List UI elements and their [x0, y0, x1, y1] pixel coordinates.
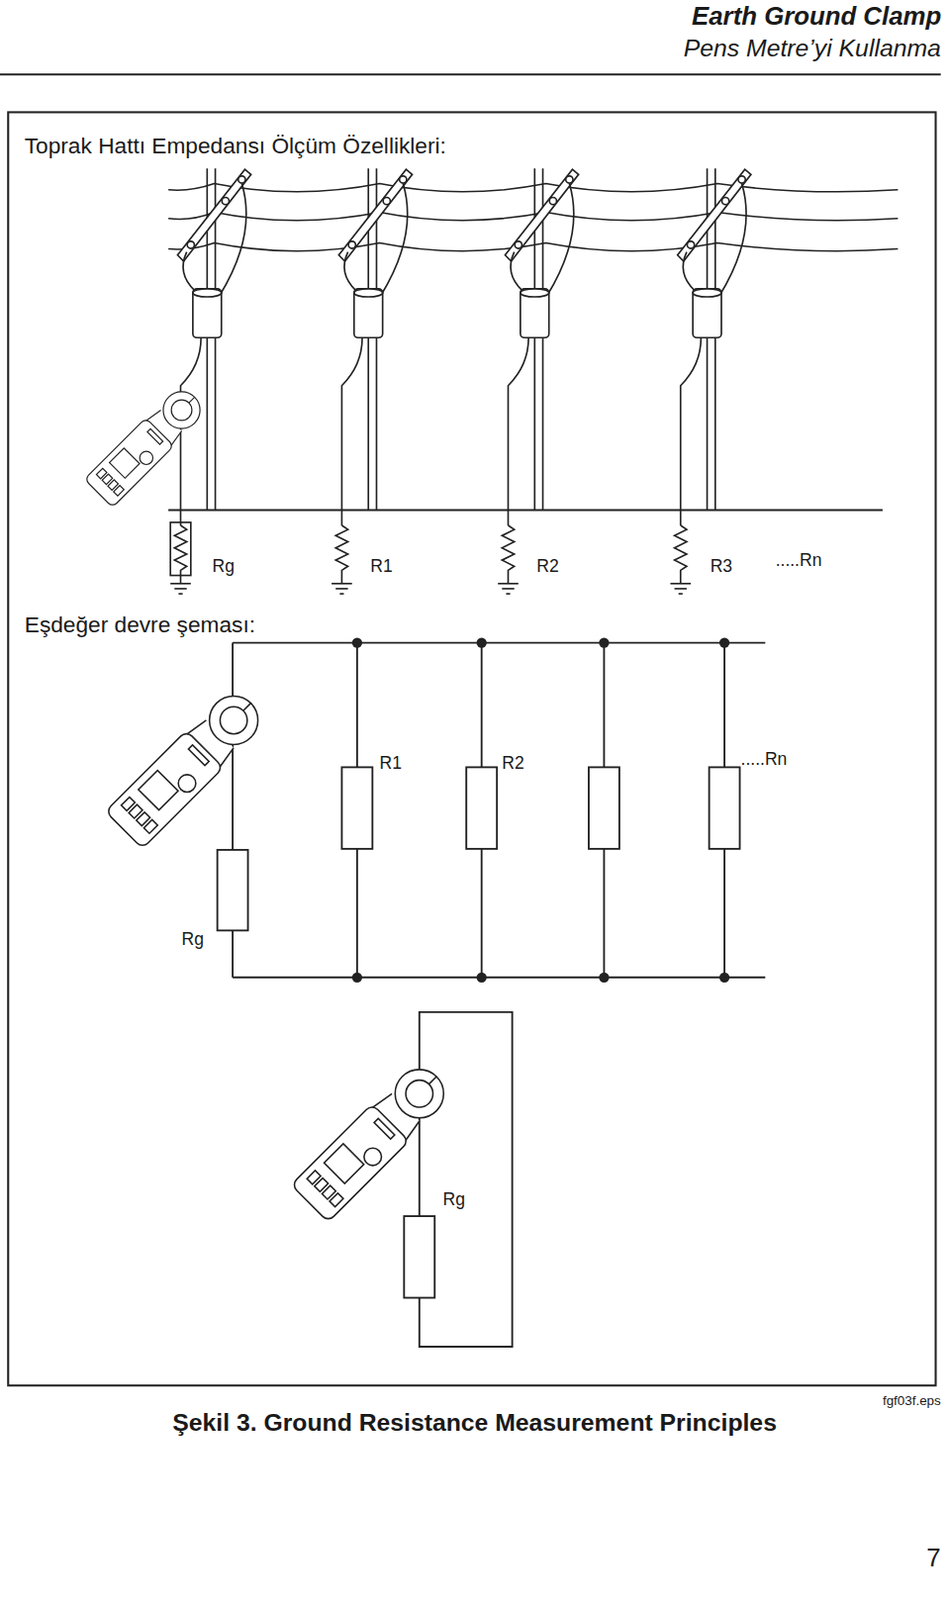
diagram-title: Toprak Hattı Empedansı Ölçüm Özellikleri…: [24, 134, 447, 158]
header-title: Earth Ground Clamp: [691, 2, 942, 29]
loop-circuit: [403, 1012, 512, 1347]
resistor-label: Rg: [211, 557, 234, 575]
clamp-meter: [105, 684, 271, 850]
resistor-label: R3: [710, 557, 733, 575]
power-lines: [168, 184, 898, 252]
resistor-label: R2: [501, 754, 524, 772]
junction-dots: [352, 637, 731, 983]
section-heading: Eşdeğer devre şeması:: [24, 614, 256, 638]
resistor-label: Rg: [182, 930, 204, 949]
resistor-label: R1: [380, 754, 402, 772]
resistor-box: [170, 522, 191, 576]
header-subtitle: Pens Metre’yi Kullanma: [683, 35, 942, 61]
resistor-label: .....Rn: [775, 551, 823, 570]
resistor-label: R2: [536, 557, 559, 575]
page-number: 7: [926, 1544, 941, 1571]
ground-line: [168, 509, 883, 512]
equivalent-circuit: [217, 643, 766, 978]
figure-caption: Şekil 3. Ground Resistance Measurement P…: [172, 1410, 777, 1435]
frame: [7, 111, 936, 1386]
file-name: fgf03f.eps: [882, 1393, 942, 1407]
clamp-meter: [290, 1057, 456, 1223]
resistor-label: R1: [370, 557, 392, 575]
header-rule: [0, 73, 942, 76]
clamp-meter: [84, 382, 208, 507]
resistor-label: .....Rn: [741, 750, 788, 768]
resistor-label: Rg: [442, 1190, 465, 1209]
utility-poles: [170, 168, 752, 594]
